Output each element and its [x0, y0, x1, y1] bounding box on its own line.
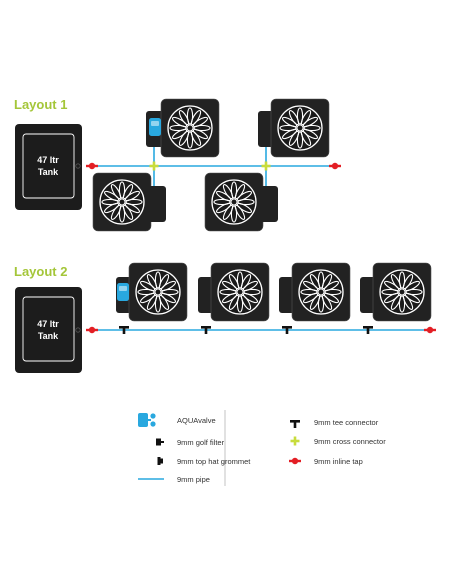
layout-2-pot-2 [198, 263, 269, 321]
layout-1-tank: 47 ltr Tank [15, 124, 82, 210]
layout-1-tank-capacity: 47 ltr [37, 155, 59, 165]
legend-golf-filter-icon [156, 438, 164, 446]
layout-1-pot-3 [93, 173, 166, 231]
legend-golf-filter-label: 9mm golf filter [177, 438, 225, 447]
layout-2-tank-label: Tank [38, 331, 59, 341]
layout-2-tank-outlet [75, 327, 81, 333]
layout-2-title: Layout 2 [14, 264, 67, 279]
layout-2-pot-3 [279, 263, 350, 321]
legend-aquavalve-icon [138, 413, 156, 427]
legend-grommet-icon [157, 457, 163, 465]
layout-1-cross-connector-2 [261, 161, 271, 171]
layout-1-inline-tap-1 [86, 162, 98, 170]
legend-grommet-label: 9mm top hat grommet [177, 457, 251, 466]
layout-2-aquavalve [117, 283, 129, 301]
layout-2-tank: 47 ltr Tank [15, 287, 82, 373]
layout-1-tank-label: Tank [38, 167, 59, 177]
legend-aquavalve-label: AQUAvalve [177, 416, 216, 425]
layout-1-aquavalve [149, 118, 161, 136]
legend-pipe-label: 9mm pipe [177, 475, 210, 484]
layout-2-inline-tap-2 [424, 326, 436, 334]
legend-cross-label: 9mm cross connector [314, 437, 386, 446]
legend-cross-icon [290, 436, 300, 446]
legend-tee-label: 9mm tee connector [314, 418, 379, 427]
layout-1-pot-2 [258, 99, 329, 157]
legend-inline-tap-icon [289, 457, 301, 465]
layout-1-inline-tap-2 [329, 162, 341, 170]
layout-1-cross-connector-1 [149, 161, 159, 171]
layout-2-tank-capacity: 47 ltr [37, 319, 59, 329]
legend: AQUAvalve 9mm golf filter 9mm top hat gr… [138, 410, 386, 486]
layout-1-title: Layout 1 [14, 97, 67, 112]
layout-1-tank-outlet [75, 163, 81, 169]
legend-inline-tap-label: 9mm inline tap [314, 457, 363, 466]
layout-2-inline-tap-1 [86, 326, 98, 334]
legend-tee-icon [290, 420, 300, 428]
layout-2-pot-4 [360, 263, 431, 321]
layout-1-pot-4 [205, 173, 278, 231]
